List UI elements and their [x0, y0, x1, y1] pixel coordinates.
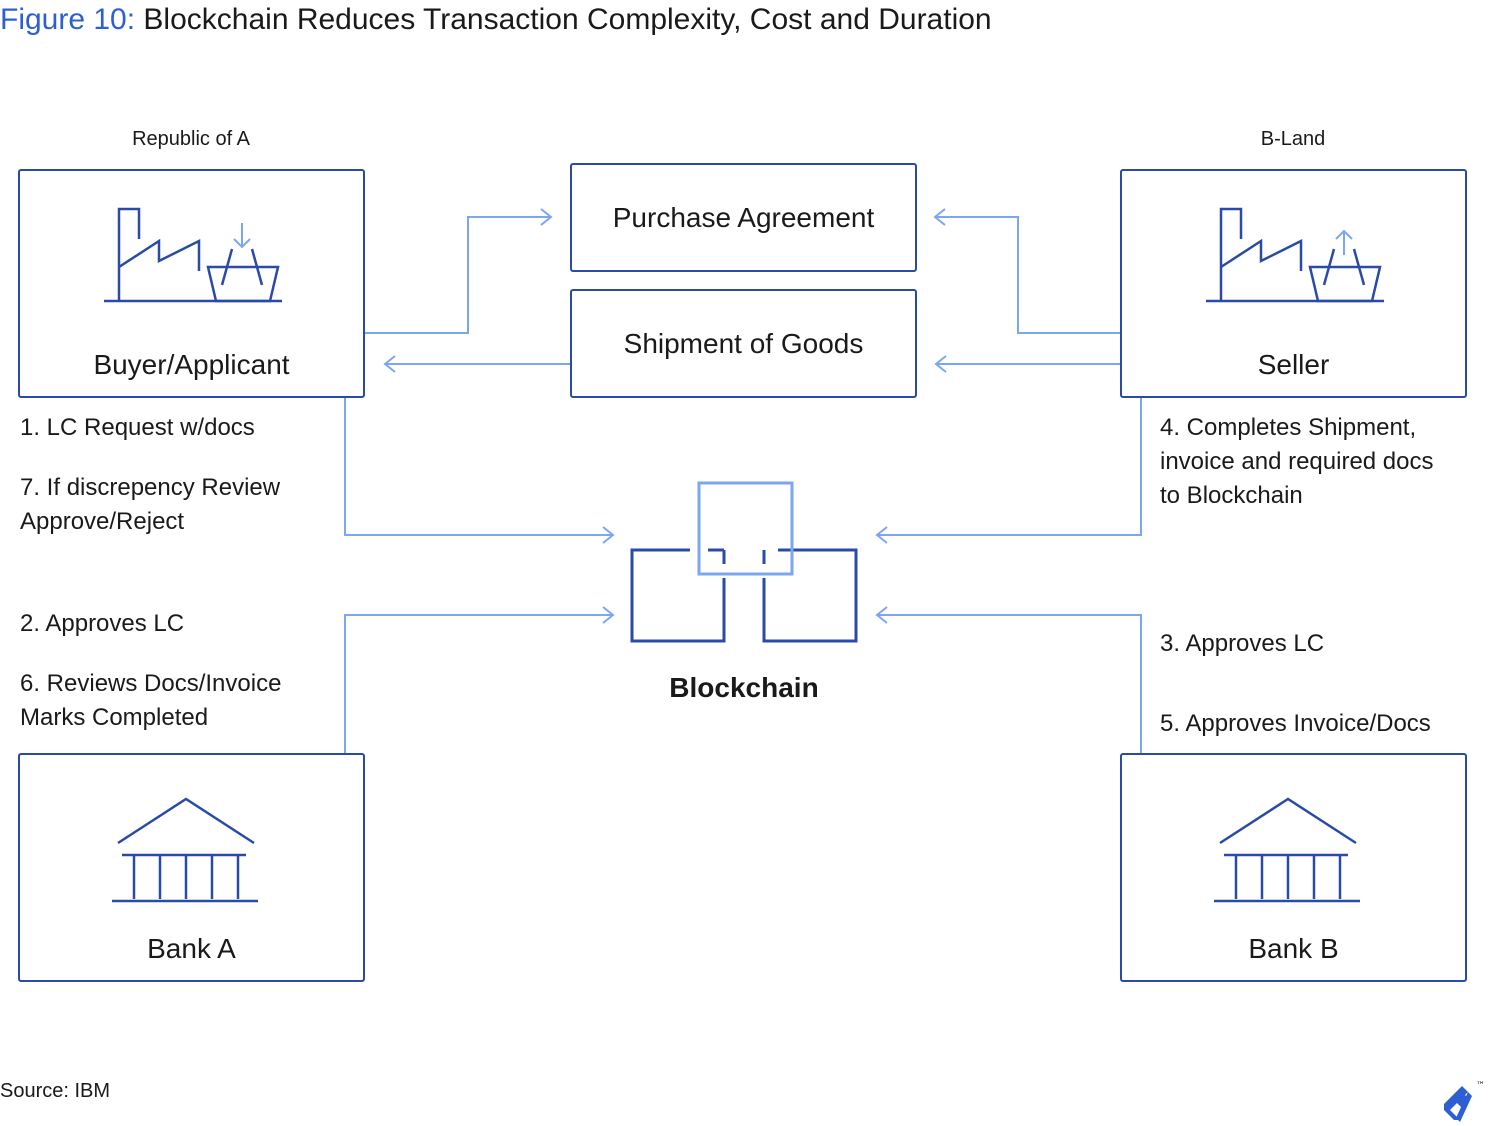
arrow-buyer-to-agreement: [365, 216, 550, 334]
arrow-bank-a-to-blockchain: [344, 614, 612, 753]
shipment-box: Shipment of Goods: [570, 289, 917, 398]
region-left-label: Republic of A: [132, 128, 250, 150]
figure-number: Figure 10:: [0, 3, 136, 36]
arrow-bank-b-to-blockchain: [878, 614, 1142, 753]
arrowhead-seller-to-shipment: [934, 355, 947, 373]
step-4-line-2: invoice and required docs: [1160, 448, 1434, 475]
blockchain-label: Blockchain: [669, 672, 819, 703]
figure-title: Figure 10: Blockchain Reduces Transactio…: [0, 0, 992, 40]
step-6-line-1: 6. Reviews Docs/Invoice: [20, 670, 282, 697]
bank-icon: [1214, 797, 1360, 903]
source-note: Source: IBM: [0, 1080, 111, 1102]
step-4: 4. Completes Shipment, invoice and requi…: [1160, 411, 1434, 513]
shipment-label: Shipment of Goods: [623, 327, 864, 359]
purchase-agreement-box: Purchase Agreement: [570, 163, 917, 272]
step-4-line-1: 4. Completes Shipment,: [1160, 414, 1417, 441]
arrowhead-shipment-to-buyer: [383, 355, 396, 373]
step-6: 6. Reviews Docs/Invoice Marks Completed: [20, 667, 281, 735]
step-7-line-2: Approve/Reject: [20, 508, 185, 535]
arrow-seller-to-agreement: [936, 216, 1120, 334]
arrowhead-seller-to-blockchain: [875, 526, 888, 544]
step-5: 5. Approves Invoice/Docs: [1160, 710, 1431, 737]
bank-a-label: Bank A: [147, 933, 236, 964]
seller-box: Seller: [1120, 169, 1467, 398]
arrow-buyer-to-blockchain: [344, 398, 612, 536]
figure-heading: Blockchain Reduces Transaction Complexit…: [143, 3, 992, 36]
arrow-seller-to-blockchain: [878, 398, 1142, 536]
toptal-logo: ™: [1444, 1081, 1485, 1122]
arrowhead-buyer-to-agreement: [540, 208, 553, 226]
arrowhead-seller-to-agreement: [933, 208, 946, 226]
factory-basket-up-icon: [1206, 207, 1384, 303]
arrowhead-bank-a-to-blockchain: [602, 606, 615, 624]
step-2: 2. Approves LC: [20, 610, 185, 637]
step-6-line-2: Marks Completed: [20, 704, 209, 731]
step-7: 7. If discrepency Review Approve/Reject: [20, 471, 280, 539]
step-7-line-1: 7. If discrepency Review: [20, 474, 281, 501]
seller-label: Seller: [1257, 349, 1330, 380]
region-right-label: B-Land: [1260, 128, 1326, 150]
chain-blocks-icon: [630, 481, 858, 643]
purchase-agreement-label: Purchase Agreement: [612, 201, 875, 233]
svg-text:™: ™: [1476, 1081, 1485, 1091]
bank-icon: [112, 797, 258, 903]
bank-b-box: Bank B: [1120, 753, 1467, 982]
bank-b-label: Bank B: [1248, 933, 1339, 964]
step-1: 1. LC Request w/docs: [20, 414, 255, 441]
buyer-box: Buyer/Applicant: [18, 169, 365, 398]
buyer-label: Buyer/Applicant: [93, 349, 290, 380]
step-3: 3. Approves LC: [1160, 630, 1325, 657]
step-4-line-3: to Blockchain: [1160, 482, 1303, 509]
bank-a-box: Bank A: [18, 753, 365, 982]
factory-basket-down-icon: [104, 207, 282, 303]
arrowhead-buyer-to-blockchain: [602, 526, 615, 544]
arrowhead-bank-b-to-blockchain: [875, 606, 888, 624]
